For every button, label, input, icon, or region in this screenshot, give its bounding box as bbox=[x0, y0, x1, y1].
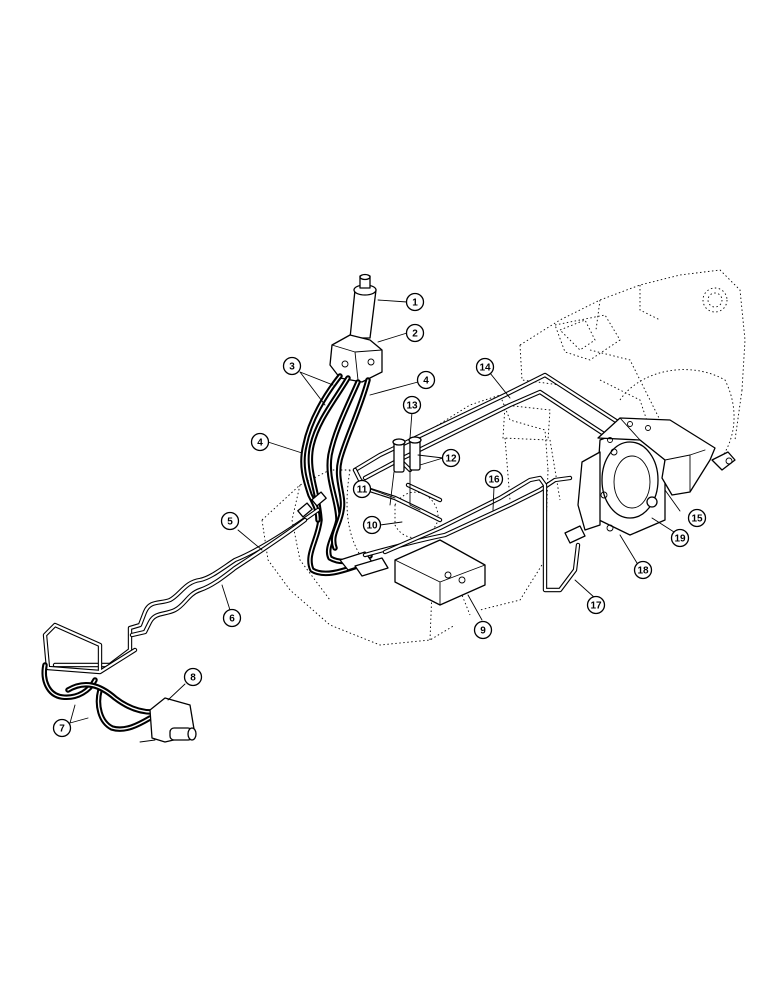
callout-9: 9 bbox=[473, 620, 493, 640]
callout-13: 13 bbox=[402, 395, 422, 415]
callout-15-label: 15 bbox=[691, 514, 703, 525]
pump-bracket bbox=[597, 417, 736, 496]
callout-13-label: 13 bbox=[406, 401, 418, 412]
breather-tubes bbox=[389, 436, 422, 511]
callout-9-label: 9 bbox=[480, 626, 486, 637]
callout-3-label: 3 bbox=[289, 362, 295, 373]
callout-14-label: 14 bbox=[479, 363, 491, 374]
valve-block bbox=[339, 539, 486, 606]
steering-valve-assembly bbox=[329, 273, 383, 383]
callout-18-label: 18 bbox=[637, 566, 649, 577]
callout-6: 6 bbox=[222, 608, 242, 628]
leader-lines bbox=[69, 299, 681, 724]
callout-10: 10 bbox=[362, 515, 382, 535]
callout-11: 11 bbox=[352, 479, 372, 499]
callout-4b: 4 bbox=[250, 432, 270, 452]
hydraulic-pump bbox=[564, 424, 666, 544]
callout-7: 7 bbox=[52, 718, 72, 738]
callout-4a-label: 4 bbox=[423, 376, 429, 387]
callout-2: 2 bbox=[405, 323, 425, 343]
callout-1-label: 1 bbox=[412, 298, 418, 309]
callout-15: 15 bbox=[687, 508, 707, 528]
callout-16-label: 16 bbox=[488, 475, 500, 486]
callout-18: 18 bbox=[633, 560, 653, 580]
callout-19-label: 19 bbox=[674, 534, 686, 545]
callout-14: 14 bbox=[475, 357, 495, 377]
callout-2-label: 2 bbox=[412, 329, 418, 340]
steering-cylinder bbox=[139, 697, 197, 743]
steering-hoses bbox=[297, 373, 373, 577]
callout-8: 8 bbox=[183, 667, 203, 687]
steering-pipes bbox=[42, 507, 321, 675]
callout-17-label: 17 bbox=[590, 601, 602, 612]
callout-8-label: 8 bbox=[190, 673, 196, 684]
callout-19: 19 bbox=[670, 528, 690, 548]
callout-3: 3 bbox=[282, 356, 302, 376]
callout-4a: 4 bbox=[416, 370, 436, 390]
callout-17: 17 bbox=[586, 595, 606, 615]
callout-12: 12 bbox=[441, 448, 461, 468]
callout-12-label: 12 bbox=[445, 454, 457, 465]
callout-5-label: 5 bbox=[227, 517, 233, 528]
callout-7-label: 7 bbox=[59, 724, 65, 735]
callout-11-label: 11 bbox=[357, 485, 368, 496]
callout-6-label: 6 bbox=[229, 614, 235, 625]
callout-4b-label: 4 bbox=[257, 438, 263, 449]
callout-10-label: 10 bbox=[366, 521, 378, 532]
callout-5: 5 bbox=[220, 511, 240, 531]
callout-16: 16 bbox=[484, 469, 504, 489]
cylinder-hoses bbox=[41, 662, 155, 732]
callout-1: 1 bbox=[405, 292, 425, 312]
